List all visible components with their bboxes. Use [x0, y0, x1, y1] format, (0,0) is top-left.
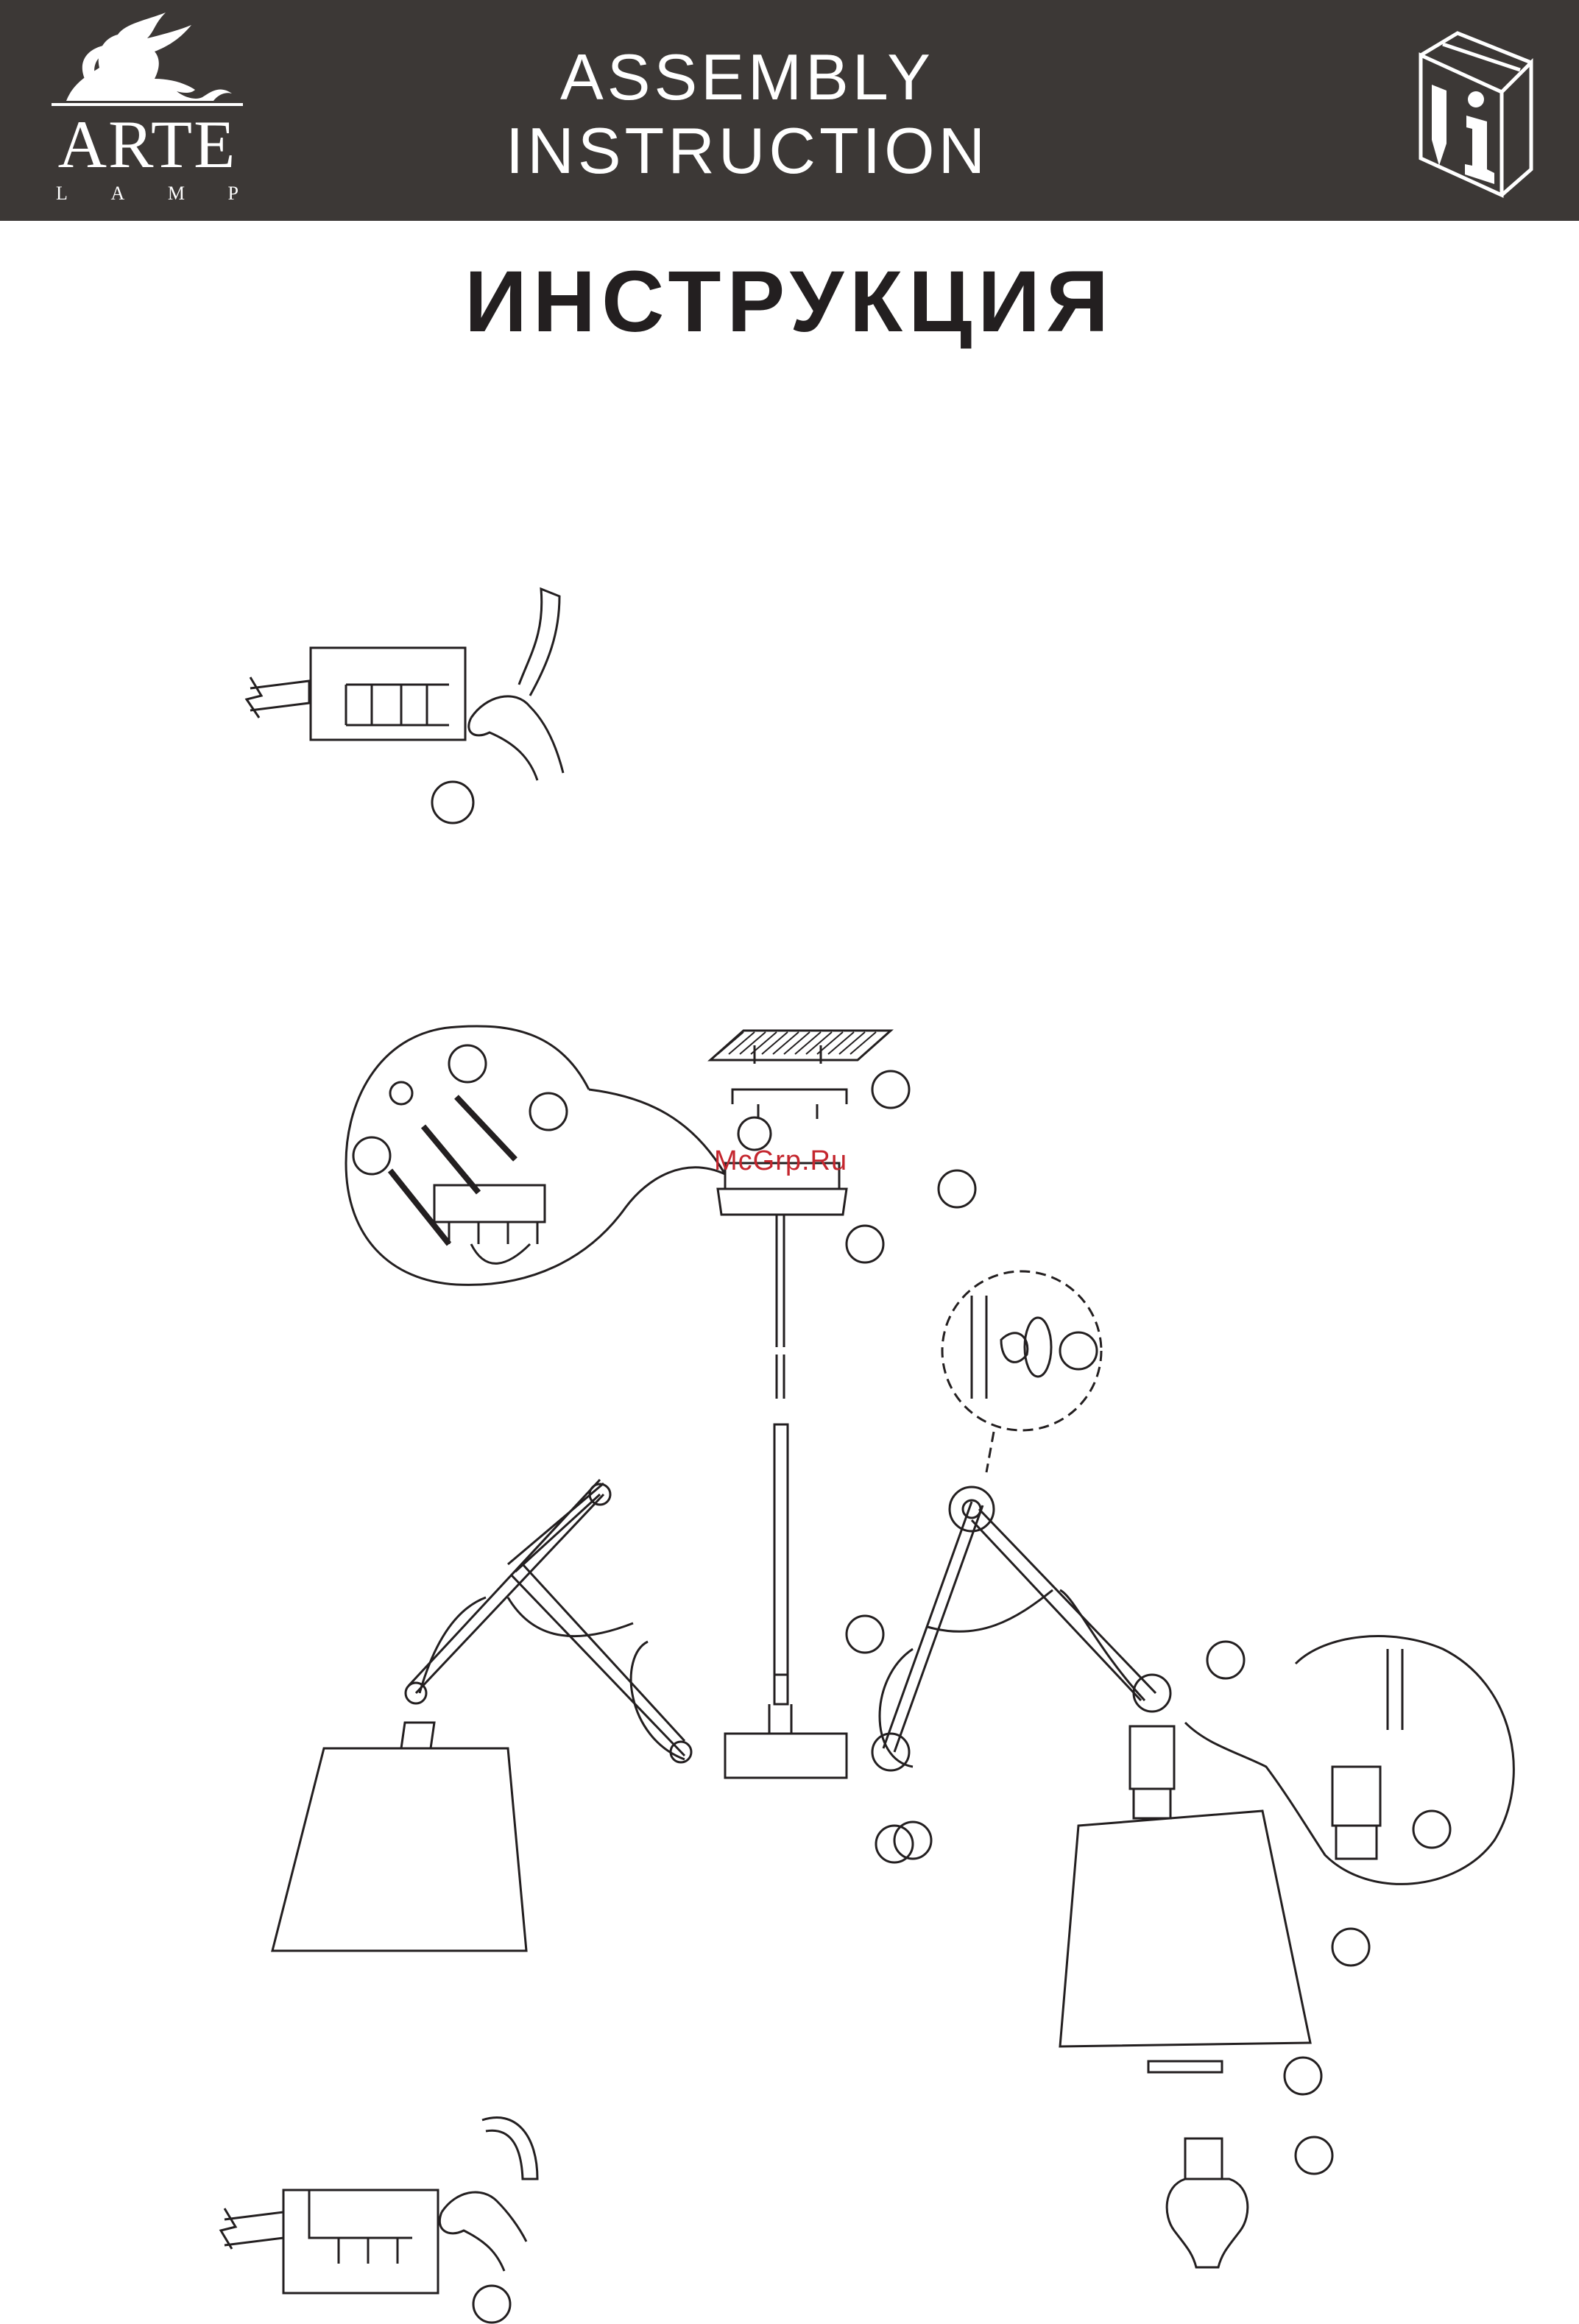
header-title-line1: ASSEMBLY: [456, 40, 1038, 114]
lamp-body: [725, 1215, 913, 1862]
wing-nut-detail-callout: [942, 1271, 1101, 1472]
header-title-line2: INSTRUCTION: [456, 114, 1038, 188]
brand-sub-letter: A: [110, 184, 124, 203]
wiring-detail-callout: [346, 1026, 725, 1285]
socket-detail-callout: [1185, 1636, 1513, 1885]
header-bar: ARTE L A M P ASSEMBLY INSTRUCTION: [0, 0, 1579, 221]
brand-name: ARTE: [52, 110, 243, 178]
right-arm: [872, 1487, 1369, 2046]
watermark-text: McGrp.Ru: [714, 1145, 847, 1177]
assembly-drawing: [0, 221, 1579, 2324]
brand-subtitle: L A M P: [52, 184, 243, 203]
brand-sub-letter: L: [56, 184, 68, 203]
brand-sub-letter: M: [168, 184, 185, 203]
info-book-icon: [1413, 18, 1550, 202]
header-title: ASSEMBLY INSTRUCTION: [456, 40, 1038, 188]
wing-nut-detail-parts: [972, 1296, 1097, 1399]
power-switch-off-figure: [247, 589, 563, 823]
mount-ring-and-bulb: [1148, 2058, 1332, 2267]
left-arm: [272, 1480, 691, 1951]
brand-sub-letter: P: [228, 184, 239, 203]
power-switch-on-figure: [221, 2118, 537, 2323]
